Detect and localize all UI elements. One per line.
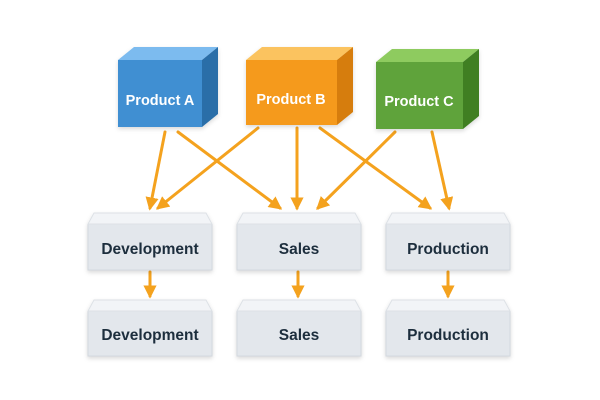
arrow-c-to-sales <box>316 130 397 210</box>
product-b-label: Product B <box>256 92 325 108</box>
arrow-a-to-sales <box>176 130 283 210</box>
development-label: Development <box>101 241 198 258</box>
arrow-b-to-production <box>318 126 433 210</box>
production-label: Production <box>407 241 489 258</box>
product-c-box: Product C <box>376 49 479 129</box>
development-label-lower: Development <box>101 327 198 344</box>
production-box-lower: Production <box>385 299 511 357</box>
development-box: Development <box>87 212 213 271</box>
production-label-lower: Production <box>407 327 489 344</box>
product-c-label: Product C <box>384 94 454 110</box>
connection-arrows <box>143 126 455 299</box>
sales-box: Sales <box>236 212 362 271</box>
sales-label: Sales <box>279 241 320 258</box>
product-a-box: Product A <box>118 47 218 127</box>
sales-box-lower: Sales <box>236 299 362 357</box>
production-box: Production <box>385 212 511 271</box>
arrow-b-to-development <box>155 126 260 210</box>
development-box-lower: Development <box>87 299 213 357</box>
arrow-c-to-production <box>430 130 454 211</box>
product-b-box: Product B <box>246 47 353 125</box>
product-a-label: Product A <box>126 93 195 109</box>
sales-label-lower: Sales <box>279 327 320 344</box>
arrow-a-to-development <box>145 130 167 211</box>
